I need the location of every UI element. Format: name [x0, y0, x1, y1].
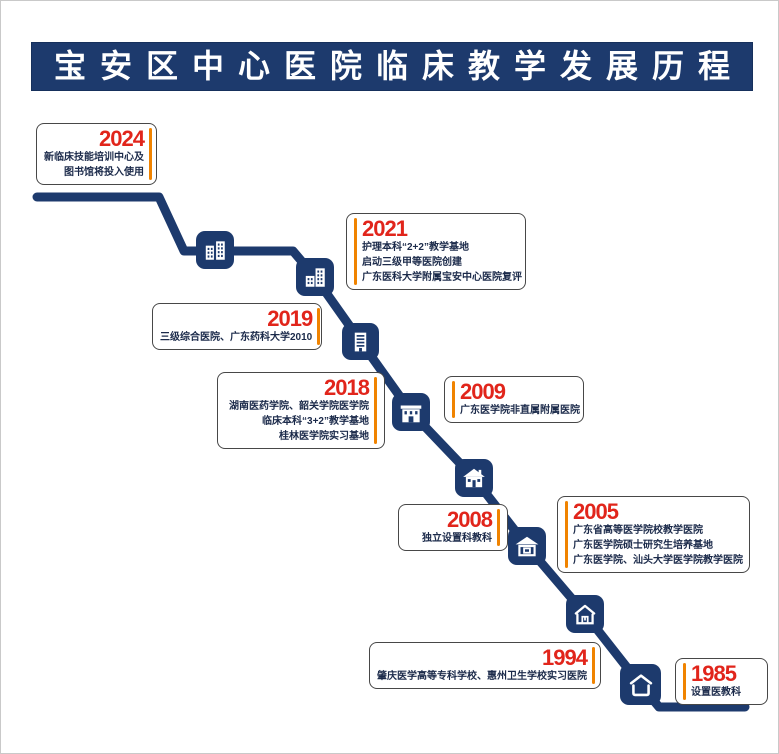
milestone-content: 2021 护理本科“2+2”教学基地 启动三级甲等医院创建 广东医科大学附属宝安… — [362, 218, 522, 285]
milestone-line: 广东医学院非直属附属医院 — [460, 405, 580, 416]
milestone-line: 新临床技能培训中心及 — [44, 152, 144, 163]
milestone-line: 临床本科“3+2”教学基地 — [262, 416, 369, 427]
milestone-line: 广东医科大学附属宝安中心医院复评 — [362, 272, 522, 283]
milestone-content: 1985 设置医教科 — [691, 663, 760, 700]
milestone-year: 2024 — [99, 126, 145, 151]
accent-bar — [317, 308, 321, 345]
milestone-year: 1994 — [542, 645, 588, 670]
milestone-line: 桂林医学院实习基地 — [279, 431, 369, 442]
milestone-line: 独立设置科教科 — [422, 533, 492, 544]
accent-bar — [592, 647, 595, 684]
milestone-line: 图书馆将投入使用 — [64, 167, 144, 178]
milestone-2005: 2005 广东省高等医学院校教学医院 广东医学院硕士研究生培养基地 广东医学院、… — [557, 496, 750, 573]
milestone-year: 2019 — [267, 306, 313, 331]
accent-bar — [683, 663, 686, 700]
building-office-icon — [342, 323, 379, 360]
accent-bar — [452, 381, 455, 418]
accent-bar — [149, 128, 152, 180]
header-banner: 宝安区中心医院临床教学发展历程 — [31, 42, 753, 91]
milestone-year: 2009 — [460, 379, 506, 404]
house-garage-icon — [508, 527, 546, 565]
milestone-content: 2005 广东省高等医学院校教学医院 广东医学院硕士研究生培养基地 广东医学院、… — [573, 501, 743, 568]
milestone-2024: 2024 新临床技能培训中心及 图书馆将投入使用 — [36, 123, 157, 185]
milestone-content: 2024 新临床技能培训中心及 图书馆将投入使用 — [44, 126, 145, 180]
house-window-icon — [566, 595, 604, 633]
milestone-2018: 2018 湖南医药学院、韶关学院医学院 临床本科“3+2”教学基地 桂林医学院实… — [217, 372, 385, 449]
accent-bar — [374, 377, 377, 444]
accent-bar — [354, 218, 357, 285]
milestone-line: 肇庆医学高等专科学校、惠州卫生学校实习医院 — [377, 671, 587, 682]
milestone-line: 设置医教科 — [691, 687, 741, 698]
milestone-line: 启动三级甲等医院创建 — [362, 257, 462, 268]
house-detailed-icon — [455, 459, 493, 497]
milestone-content: 2008 独立设置科教科 — [406, 507, 493, 546]
milestone-year: 1985 — [691, 661, 737, 686]
milestone-content: 2009 广东医学院非直属附属医院 — [460, 381, 580, 418]
milestone-2021: 2021 护理本科“2+2”教学基地 启动三级甲等医院创建 广东医科大学附属宝安… — [346, 213, 526, 290]
page-title: 宝安区中心医院临床教学发展历程 — [53, 48, 744, 84]
milestone-content: 2018 湖南医药学院、韶关学院医学院 临床本科“3+2”教学基地 桂林医学院实… — [225, 375, 370, 444]
milestone-line: 湖南医药学院、韶关学院医学院 — [229, 401, 369, 412]
milestone-year: 2021 — [362, 216, 408, 241]
milestone-1994: 1994 肇庆医学高等专科学校、惠州卫生学校实习医院 — [369, 642, 601, 689]
milestone-content: 1994 肇庆医学高等专科学校、惠州卫生学校实习医院 — [377, 645, 588, 684]
building-two-towers-icon — [196, 231, 234, 269]
milestone-year: 2018 — [324, 375, 370, 400]
accent-bar — [565, 501, 568, 568]
milestone-line: 三级综合医院、广东药科大学2010 — [160, 332, 313, 343]
milestone-line: 广东医学院、汕头大学医学院教学医院 — [573, 555, 743, 566]
milestone-content: 2019 三级综合医院、广东药科大学2010 — [160, 306, 313, 345]
milestone-2019: 2019 三级综合医院、广东药科大学2010 — [152, 303, 322, 350]
milestone-2008: 2008 独立设置科教科 — [398, 504, 508, 551]
milestone-line: 护理本科“2+2”教学基地 — [362, 242, 469, 253]
milestone-2009: 2009 广东医学院非直属附属医院 — [444, 376, 584, 423]
milestone-1985: 1985 设置医教科 — [675, 658, 768, 705]
accent-bar — [497, 509, 500, 546]
milestone-year: 2008 — [447, 507, 493, 532]
house-outline-icon — [620, 664, 661, 705]
milestone-line: 广东医学院硕士研究生培养基地 — [573, 540, 713, 551]
milestone-year: 2005 — [573, 499, 619, 524]
building-facade-icon — [392, 393, 430, 431]
building-highrise-icon — [296, 258, 334, 296]
milestone-line: 广东省高等医学院校教学医院 — [573, 525, 703, 536]
